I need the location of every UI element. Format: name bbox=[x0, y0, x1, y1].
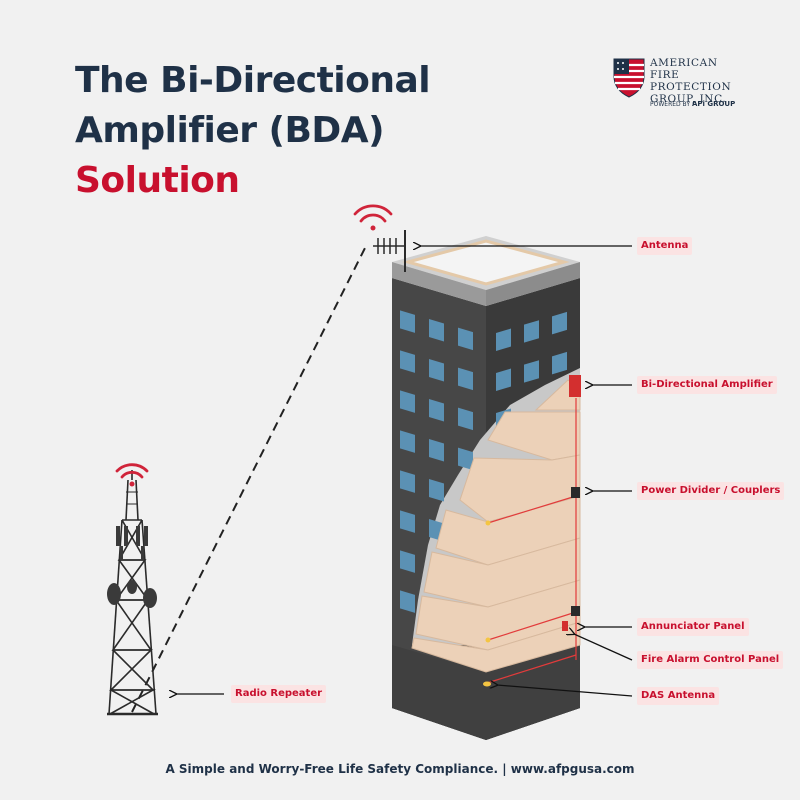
logo-line-1: AMERICAN bbox=[650, 57, 718, 69]
das-antenna-floor-2 bbox=[485, 637, 491, 643]
logo-wordmark: AMERICAN FIRE PROTECTION GROUP, INC. bbox=[650, 57, 752, 105]
page-title: The Bi-Directional Amplifier (BDA) Solut… bbox=[75, 56, 431, 206]
label-annunciator: Annunciator Panel bbox=[637, 618, 749, 636]
label-power-divider: Power Divider / Couplers bbox=[637, 482, 785, 500]
tower-wifi-icon bbox=[115, 463, 149, 487]
roof-wifi-icon bbox=[353, 204, 393, 231]
label-bda: Bi-Directional Amplifier bbox=[637, 376, 777, 394]
das-antenna-ground bbox=[483, 681, 491, 687]
bda-unit bbox=[569, 375, 581, 397]
callout-arrows bbox=[176, 246, 633, 696]
logo-powered-by: POWERED BY APi GROUP bbox=[650, 100, 735, 108]
das-antenna-floor-1 bbox=[485, 520, 491, 526]
radio-tower bbox=[107, 470, 158, 716]
title-line-3: Solution bbox=[75, 160, 240, 201]
building-roof bbox=[392, 236, 580, 306]
tower-antenna-panels bbox=[107, 526, 157, 608]
label-radio-repeater: Radio Repeater bbox=[231, 685, 327, 703]
roof-antenna bbox=[373, 230, 406, 272]
power-divider-unit bbox=[571, 487, 580, 498]
logo-powered-prefix: POWERED BY bbox=[650, 101, 691, 108]
building-floor-slabs bbox=[411, 379, 581, 673]
label-antenna: Antenna bbox=[637, 237, 693, 255]
company-logo: AMERICAN FIRE PROTECTION GROUP, INC. POW… bbox=[612, 56, 752, 112]
us-flag-shield-icon bbox=[613, 58, 645, 98]
logo-line-2: FIRE PROTECTION bbox=[650, 69, 732, 93]
logo-powered-brand: APi GROUP bbox=[691, 100, 736, 108]
label-das-antenna: DAS Antenna bbox=[637, 687, 720, 705]
footer-tagline: A Simple and Worry-Free Life Safety Comp… bbox=[165, 762, 635, 776]
title-line-1: The Bi-Directional bbox=[75, 60, 431, 101]
building-windows bbox=[400, 310, 567, 613]
signal-link-dashed bbox=[131, 247, 366, 713]
title-line-2: Amplifier (BDA) bbox=[75, 110, 385, 151]
riser-cabling bbox=[486, 398, 577, 684]
facp-unit bbox=[562, 621, 568, 631]
annunciator-panel-unit bbox=[571, 606, 580, 616]
logo-line-3: GROUP, INC. bbox=[650, 93, 727, 105]
label-facp: Fire Alarm Control Panel bbox=[637, 651, 784, 669]
